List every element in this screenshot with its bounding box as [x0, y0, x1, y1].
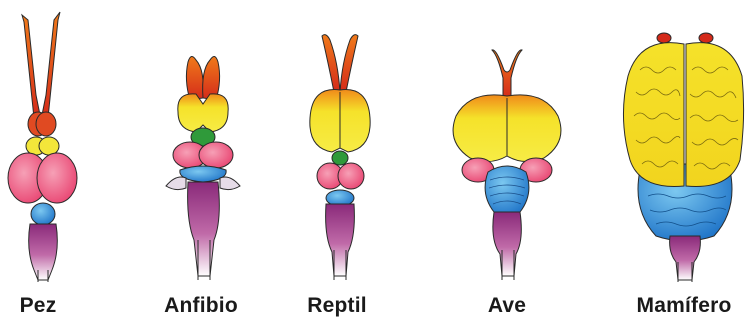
- label-ave: Ave: [488, 294, 526, 318]
- ave-medulla: [493, 212, 521, 276]
- pez-optic-lobe: [37, 153, 77, 203]
- mamifero-olfactory-bulb: [657, 33, 671, 43]
- pez-olfactory-tract: [22, 15, 40, 118]
- pez-cerebrum: [39, 137, 59, 155]
- pez-cerebellum: [31, 203, 55, 225]
- ave-cerebellum: [485, 166, 529, 215]
- label-pez: Pez: [20, 294, 57, 318]
- mamifero-olfactory-bulb: [699, 33, 713, 43]
- pez-olfactory-tract: [42, 12, 60, 118]
- pez-medulla: [29, 224, 58, 280]
- anfibio-lateral-lobe: [166, 177, 186, 190]
- ave-olfactory-tract: [492, 50, 522, 98]
- reptil-optic-lobe: [338, 163, 364, 189]
- label-anfibio: Anfibio: [164, 294, 238, 318]
- brain-reptil: [310, 35, 370, 280]
- anfibio-cerebrum: [178, 94, 228, 132]
- mamifero-cerebrum: [623, 43, 684, 187]
- mamifero-medulla: [670, 236, 701, 280]
- anfibio-cerebellum: [180, 166, 226, 182]
- anfibio-lateral-lobe: [220, 177, 240, 190]
- reptil-olfactory-tract: [340, 35, 358, 92]
- brain-pez: [8, 12, 77, 282]
- brain-anfibio: [166, 56, 240, 280]
- reptil-medulla: [326, 204, 355, 276]
- label-reptil: Reptil: [307, 294, 367, 318]
- brain-mamifero: [623, 33, 743, 282]
- reptil-olfactory-tract: [322, 35, 340, 92]
- anfibio-optic-lobe: [199, 142, 233, 168]
- reptil-diencephalon: [332, 151, 348, 165]
- brain-ave: [453, 50, 561, 280]
- pez-olfactory-bulb: [36, 112, 56, 136]
- label-mamifero: Mamífero: [637, 294, 732, 318]
- anfibio-medulla: [188, 182, 220, 276]
